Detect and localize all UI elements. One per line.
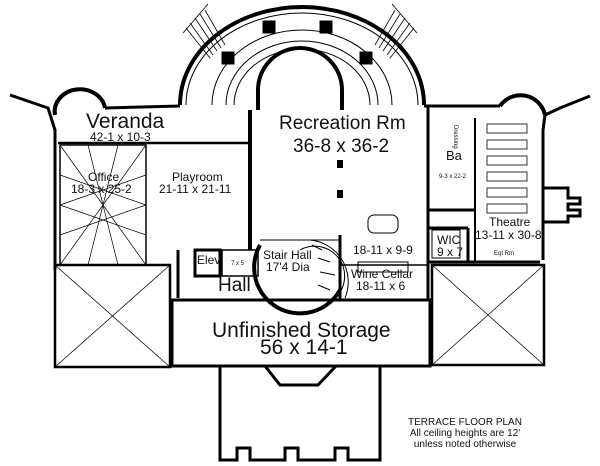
wine-cellar-label: Wine Cellar: [351, 267, 414, 281]
column: [262, 20, 276, 34]
storage-walls: [170, 298, 432, 462]
column: [221, 51, 235, 65]
playroom-label: Playroom: [172, 170, 223, 184]
terrace-arc: [178, 3, 426, 106]
storage-label: Unfinished Storage: [212, 319, 391, 342]
elevator-hall-walls: [176, 248, 259, 298]
plan-title: TERRACE FLOOR PLAN: [408, 417, 522, 428]
column: [359, 51, 373, 65]
bar-island: [357, 214, 409, 273]
recreation-dims: 36-8 x 36-2: [293, 136, 390, 157]
stair-hall-label: Stair Hall: [263, 248, 312, 262]
wine-cellar-dims: 18-11 x 6: [356, 279, 406, 293]
stairs-left: [182, 3, 226, 59]
bath-dims: 9-3 x 22-2: [439, 174, 467, 180]
hall-label: Hall: [218, 275, 251, 296]
theatre-dims: 13-11 x 30-8: [475, 228, 542, 242]
storage-boxes: [53, 263, 546, 369]
office-label: Office: [88, 170, 120, 184]
interior-walls: [58, 105, 540, 300]
stair-hall: [252, 239, 349, 316]
playroom-dims: 21-11 x 21-11: [159, 182, 232, 196]
outer-walls: [9, 87, 591, 270]
stair-hall-dims: 17'4 Dia: [266, 260, 310, 274]
stairs-right: [374, 3, 418, 59]
equipment-room-label: Eqt Rm: [494, 251, 515, 257]
recreation-posts: [337, 160, 343, 198]
theatre-label: Theatre: [489, 215, 531, 229]
office-dims: 18-3 x 25-2: [71, 182, 132, 196]
veranda-label: Veranda: [86, 110, 165, 133]
office-ceiling-lines: [59, 144, 147, 266]
theatre-seats: [486, 123, 528, 214]
wic-label: WIC: [437, 233, 461, 247]
dressing-label: Dressing: [452, 125, 458, 149]
plan-note-line-1: All ceiling heights are 12': [409, 428, 521, 439]
elevator-label: Elev: [197, 253, 221, 267]
wic-dims: 9 x 7: [437, 245, 464, 259]
recreation-bay-wall: [256, 46, 344, 110]
veranda-dims: 42-1 x 10-3: [90, 130, 151, 144]
recreation-label: Recreation Rm: [279, 113, 406, 134]
plan-note-line-2: unless noted otherwise: [413, 439, 517, 450]
powder-dims: 7 x 5: [231, 261, 245, 267]
bath-label: Ba: [446, 148, 462, 163]
bar-dims: 18-11 x 9-9: [353, 243, 413, 257]
storage-dims: 56 x 14-1: [260, 336, 348, 359]
column: [319, 20, 333, 34]
